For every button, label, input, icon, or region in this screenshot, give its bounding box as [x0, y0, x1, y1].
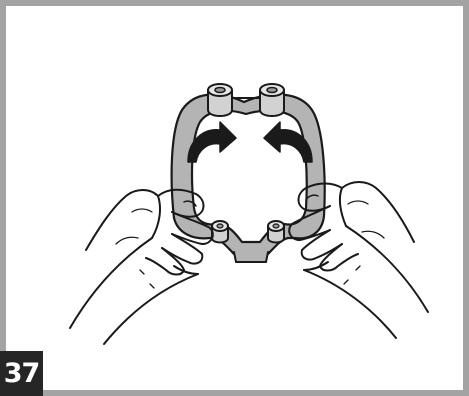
mask-frame-icon: [172, 84, 325, 262]
step-illustration: [12, 12, 469, 396]
step-number-badge: 37: [0, 351, 43, 396]
